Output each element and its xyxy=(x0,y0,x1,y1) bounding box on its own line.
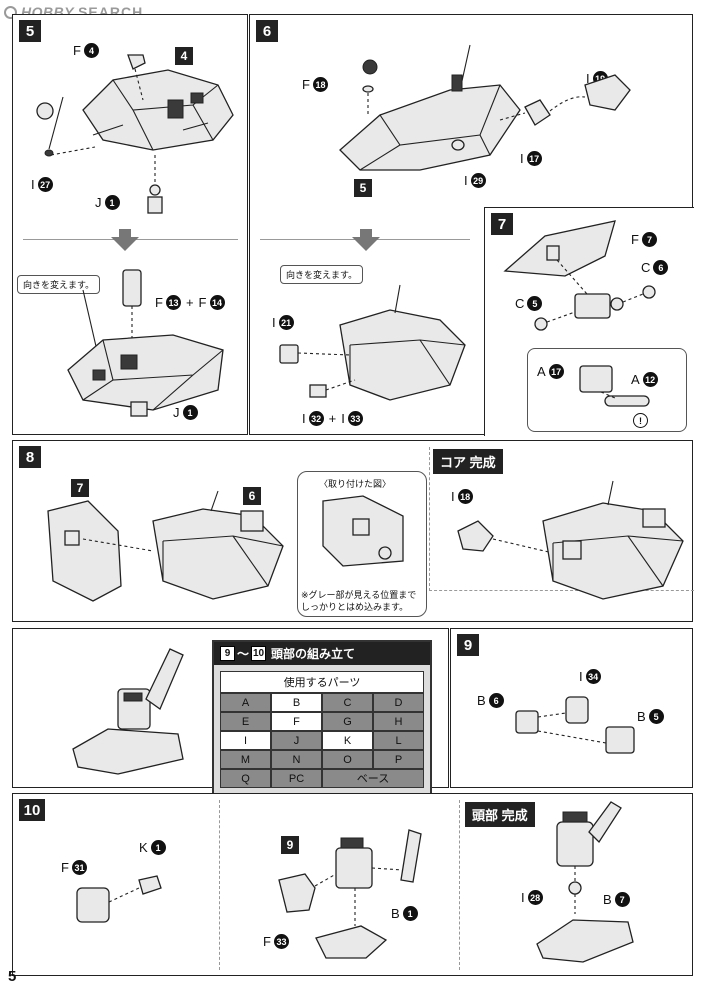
subassembly-ref-left: 7 xyxy=(71,479,89,497)
parts-table-header: 使用するパーツ xyxy=(220,671,424,693)
subassembly-ref: 4 xyxy=(175,47,193,65)
warning-icon: ! xyxy=(633,413,648,428)
face-parts-drawing xyxy=(76,875,162,923)
parts-cell-j: J xyxy=(271,731,322,750)
step-number: 10 xyxy=(19,799,45,821)
divider-vertical xyxy=(219,800,220,970)
ship-rotated-drawing xyxy=(279,284,466,401)
part-j1-drawing xyxy=(147,155,163,214)
subassembly-ref: 5 xyxy=(354,179,372,197)
page-number: 5 xyxy=(8,968,17,985)
parts-cell-n: N xyxy=(271,750,322,769)
parts-cell-k: K xyxy=(322,731,373,750)
parts-table-grid: A B C D E F G H I J K L M N O P Q PC ベース xyxy=(220,693,424,788)
rotate-note: 向きを変えます。 xyxy=(280,265,364,284)
divider-vertical-2 xyxy=(459,800,460,970)
joint-part-drawing xyxy=(579,365,650,407)
down-arrow-icon xyxy=(352,237,380,251)
step-number: 9 xyxy=(457,634,479,656)
parts-cell-c: C xyxy=(322,693,373,712)
part-i27-drawing xyxy=(36,96,96,157)
parts-cell-o: O xyxy=(322,750,373,769)
core-body-drawing xyxy=(82,54,234,151)
parts-cell-e: E xyxy=(220,712,271,731)
ship-assembly-drawing xyxy=(339,44,631,171)
parts-cell-a: A xyxy=(220,693,271,712)
step-8-panel: 8 7 6 〈取り付けた図〉 ※グレー部が見える位置まで しっかりとはめ込みます… xyxy=(12,440,694,622)
subassembly-ref: 9 xyxy=(281,836,299,854)
parts-cell-l: L xyxy=(373,731,424,750)
head-parts-drawing xyxy=(515,696,635,754)
head-complete-title: 頭部 完成 xyxy=(465,802,535,827)
parts-usage-table: 9 ～ 10 頭部の組み立て 使用するパーツ A B C D E F G H I… xyxy=(212,640,432,796)
attached-view-note: ※グレー部が見える位置まで しっかりとはめ込みます。 xyxy=(301,590,417,612)
armor-attach-drawing xyxy=(47,490,284,602)
head-assembly-drawing xyxy=(278,829,422,959)
step-number: 8 xyxy=(19,446,41,468)
arrow-stem xyxy=(119,229,131,237)
parts-cell-base: ベース xyxy=(322,769,424,788)
step-number: 5 xyxy=(19,20,41,42)
parts-cell-q: Q xyxy=(220,769,271,788)
parts-cell-d: D xyxy=(373,693,424,712)
detail-callout xyxy=(527,348,687,432)
core-complete-title: コア 完成 xyxy=(433,449,503,474)
step-number: 6 xyxy=(256,20,278,42)
parts-cell-h: H xyxy=(373,712,424,731)
core-complete-drawing xyxy=(457,480,684,600)
down-arrow-icon xyxy=(111,237,139,251)
arrow-stem xyxy=(360,229,372,237)
parts-cell-i: I xyxy=(220,731,271,750)
rotate-note: 向きを変えます。 xyxy=(17,275,101,294)
parts-cell-p: P xyxy=(373,750,424,769)
step-number: 7 xyxy=(491,213,513,235)
parts-table-title: 9 ～ 10 頭部の組み立て xyxy=(214,642,430,665)
core-body-rotated-drawing xyxy=(67,269,224,417)
head-preview-drawing xyxy=(72,648,184,775)
subassembly-ref-right: 6 xyxy=(243,487,261,505)
parts-cell-pc: PC xyxy=(271,769,322,788)
parts-cell-b: B xyxy=(271,693,322,712)
parts-cell-m: M xyxy=(220,750,271,769)
attached-detail-drawing xyxy=(322,495,404,567)
head-complete-drawing xyxy=(536,801,634,963)
parts-cell-f: F xyxy=(271,712,322,731)
logo-circle-icon xyxy=(4,5,17,19)
core-complete-section xyxy=(429,447,694,591)
attached-view-title: 〈取り付けた図〉 xyxy=(319,479,392,489)
armor-plate-drawing xyxy=(503,220,656,331)
parts-cell-g: G xyxy=(322,712,373,731)
